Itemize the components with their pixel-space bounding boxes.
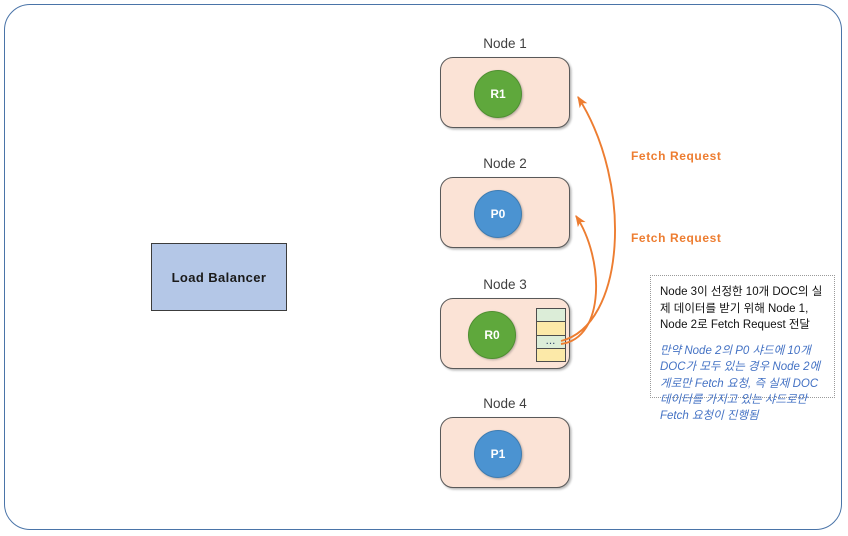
stack-row-4	[537, 348, 565, 361]
node-group-4: Node 4 P1	[440, 396, 570, 488]
node-title-2: Node 2	[483, 156, 527, 171]
annotation-primary-text: Node 3이 선정한 10개 DOC의 실제 데이터를 받기 위해 Node …	[660, 286, 823, 332]
document-stack: ...	[536, 308, 566, 362]
shard-circle-r0: R0	[468, 311, 516, 359]
shard-circle-p1: P1	[474, 430, 522, 478]
fetch-request-label-node2: Fetch Request	[631, 231, 722, 245]
node-box-1: R1	[440, 57, 570, 128]
node-box-3: R0 ...	[440, 298, 570, 369]
node-title-3: Node 3	[483, 277, 527, 292]
stack-row-3: ...	[537, 335, 565, 349]
node-group-2: Node 2 P0	[440, 156, 570, 248]
shard-circle-r1: R1	[474, 70, 522, 118]
load-balancer-box: Load Balancer	[151, 243, 287, 311]
node-box-4: P1	[440, 417, 570, 488]
node-title-1: Node 1	[483, 36, 527, 51]
stack-row-2	[537, 322, 565, 336]
annotation-note-box: Node 3이 선정한 10개 DOC의 실제 데이터를 받기 위해 Node …	[650, 275, 835, 422]
shard-circle-p0: P0	[474, 190, 522, 238]
node-group-1: Node 1 R1	[440, 36, 570, 128]
fetch-request-label-node1: Fetch Request	[631, 149, 722, 163]
node-group-3: Node 3 R0 ...	[440, 277, 570, 369]
annotation-secondary-text: 만약 Node 2의 P0 샤드에 10개 DOC가 모두 있는 경우 Node…	[660, 345, 821, 423]
load-balancer-label: Load Balancer	[171, 269, 267, 285]
node-box-2: P0	[440, 177, 570, 248]
stack-row-1	[537, 309, 565, 323]
outer-frame-border	[4, 4, 842, 530]
node-title-4: Node 4	[483, 396, 527, 411]
